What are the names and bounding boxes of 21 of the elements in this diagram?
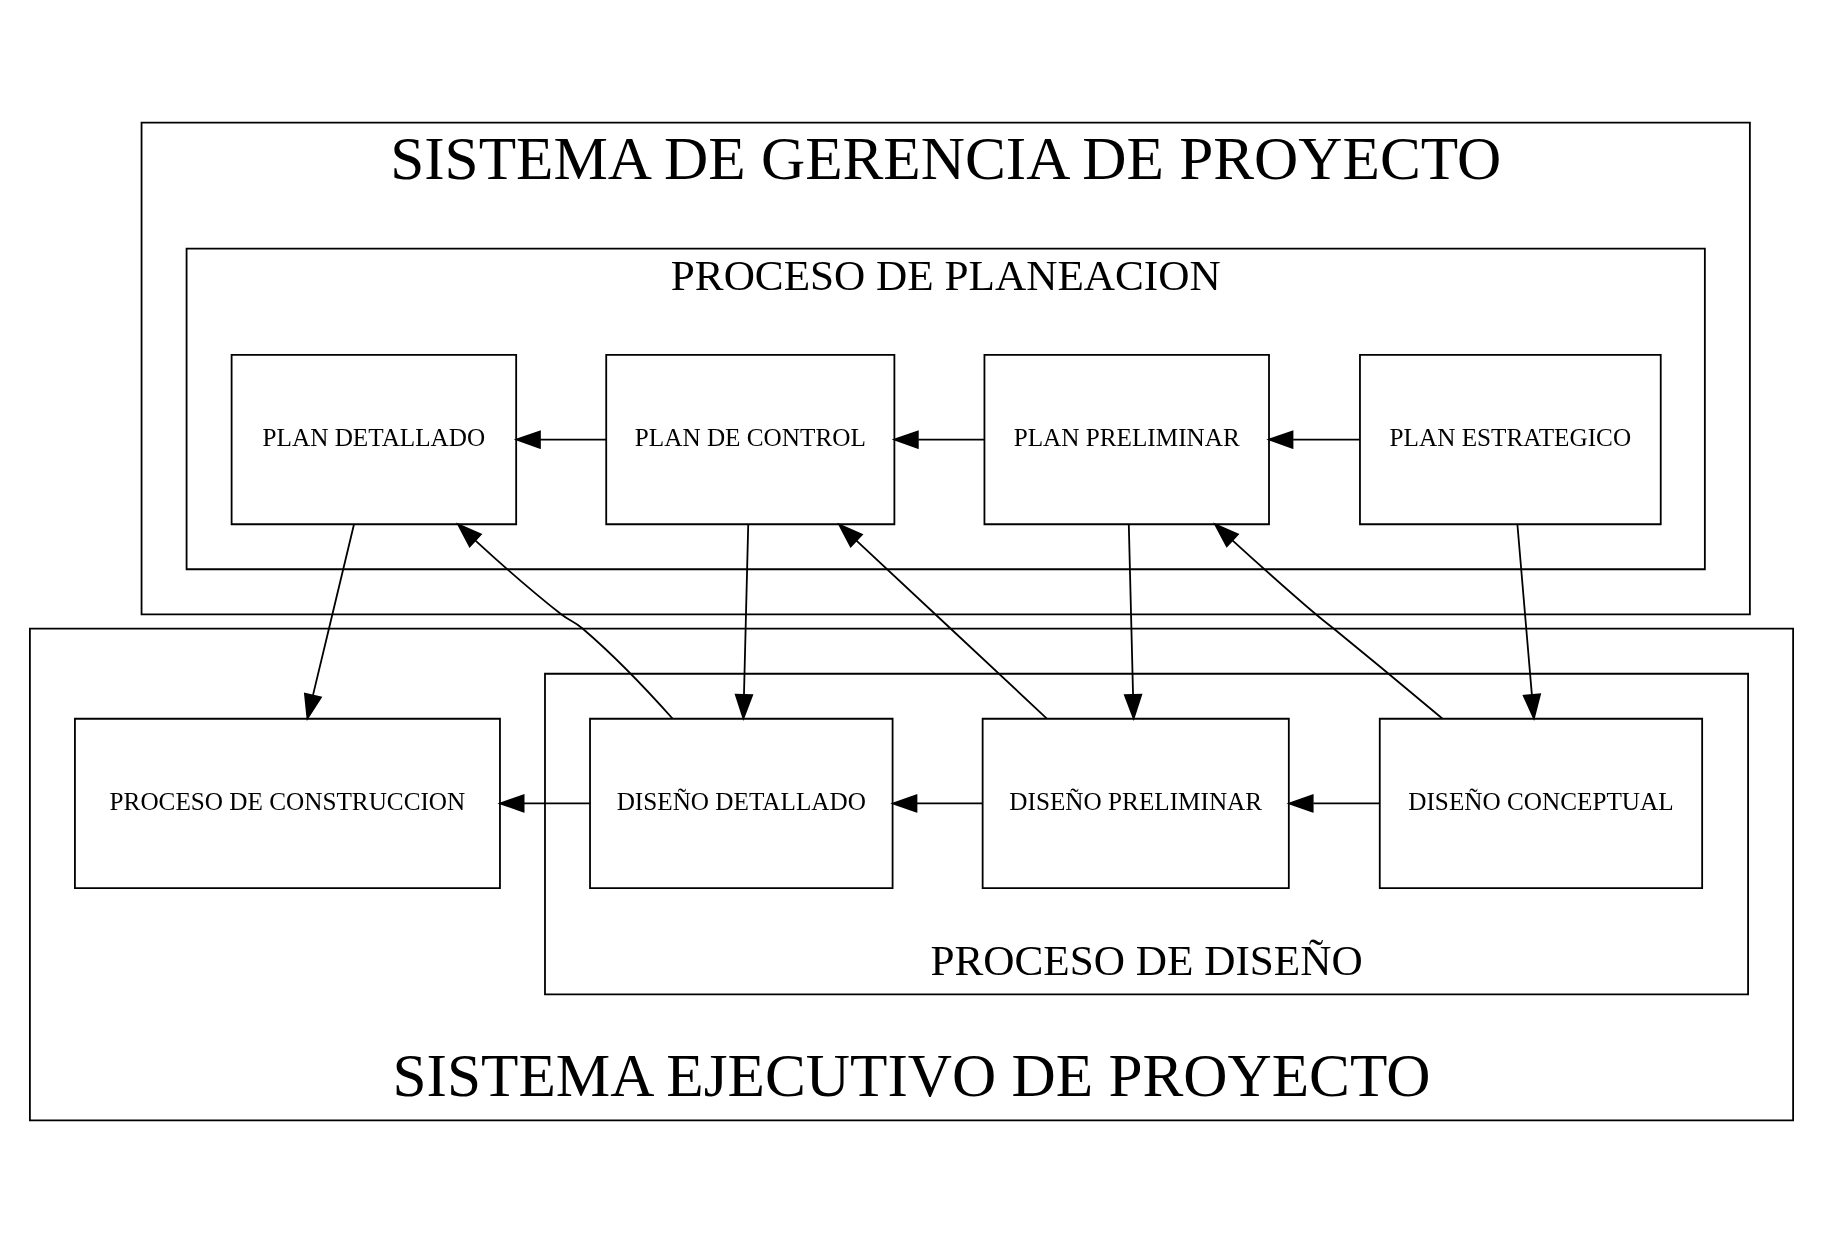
arrow <box>513 429 607 449</box>
node-box: PLAN DETALLADO <box>230 353 518 525</box>
arrow <box>1213 522 1444 719</box>
node-box: PLAN ESTRATEGICO <box>1359 353 1662 525</box>
arrow <box>890 793 984 813</box>
node-box: DISEÑO CONCEPTUAL <box>1378 717 1704 889</box>
node-box: PROCESO DE CONSTRUCCION <box>74 717 501 889</box>
node-box: DISEÑO PRELIMINAR <box>981 717 1290 889</box>
arrow <box>1123 523 1143 721</box>
arrow <box>497 793 591 813</box>
arrow <box>456 522 674 719</box>
node-box: PLAN PRELIMINAR <box>983 353 1270 525</box>
arrow <box>1516 523 1542 721</box>
node-box: PLAN DE CONTROL <box>605 353 896 525</box>
arrow <box>734 523 754 721</box>
arrow <box>891 429 986 449</box>
node-box: DISEÑO DETALLADO <box>589 717 894 889</box>
arrow <box>303 523 355 721</box>
arrow <box>1266 429 1361 449</box>
arrow <box>837 522 1048 719</box>
arrow <box>1286 793 1381 813</box>
